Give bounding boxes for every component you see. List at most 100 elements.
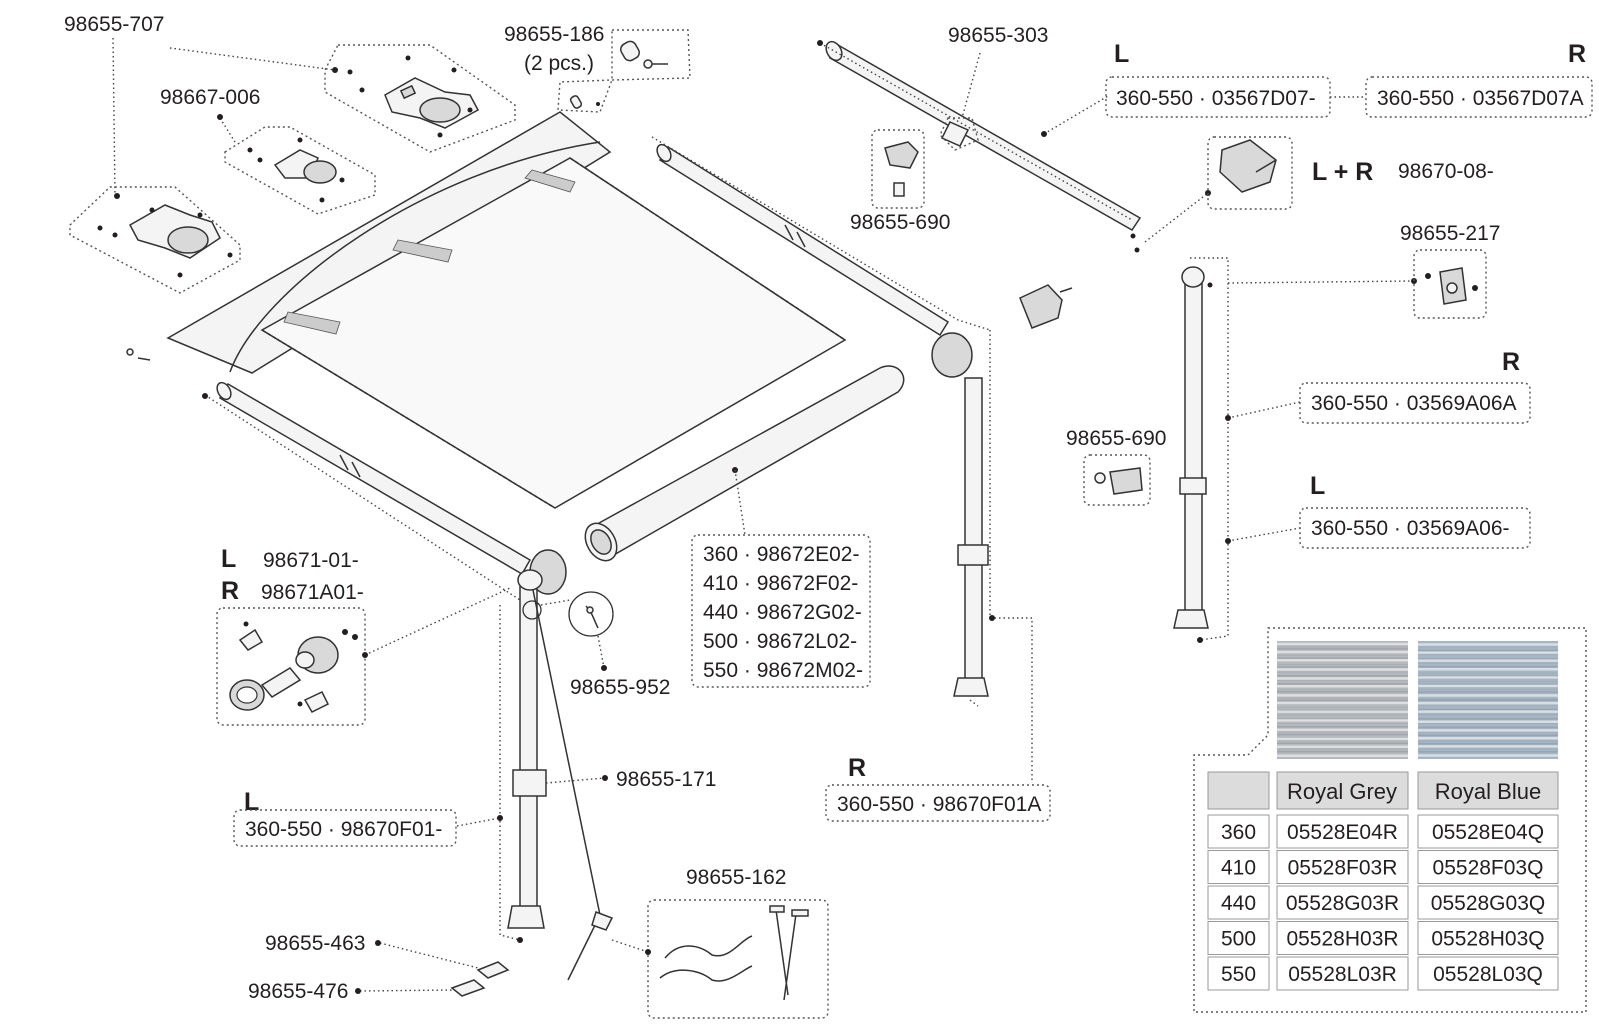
table-cell-bg xyxy=(1276,921,1409,955)
bracket-group-98667-006: 98667-006 xyxy=(160,86,376,215)
table-cell-bg xyxy=(1417,850,1559,884)
group-98671: L 98671-01- R 98671A01- xyxy=(216,545,511,726)
table-cell-size: 410 xyxy=(1221,857,1256,880)
table-cell-code: 05528H03R xyxy=(1286,928,1398,951)
roller-tube xyxy=(584,365,905,562)
leg-right-codes: R 360-550 · 03569A06A L 360-550 · 03569A… xyxy=(1299,348,1531,549)
table-cell-code: 05528G03Q xyxy=(1431,892,1545,915)
feet-parts: 98655-463 98655-476 xyxy=(248,932,510,1003)
table-cell-code: 05528H03Q xyxy=(1431,928,1544,951)
code-arm-top-right: 360-550 · 03567D07A xyxy=(1377,87,1584,110)
side-marker-R: R xyxy=(848,754,866,782)
code-leg-left-lower: 360-550 · 98670F01- xyxy=(245,818,442,841)
roller-code: 410 · 98672F02- xyxy=(703,572,858,595)
side-marker-L: L xyxy=(1114,40,1129,68)
roller-code: 550 · 98672M02- xyxy=(703,659,863,682)
table-cell-bg xyxy=(1207,956,1270,991)
label-98655-303: 98655-303 xyxy=(948,24,1048,47)
table-cell-code: 05528L03R xyxy=(1288,963,1397,986)
table-cell-code: 05528E04Q xyxy=(1432,821,1544,844)
table-cell-bg xyxy=(1207,814,1270,849)
swatch-royal-grey xyxy=(1277,641,1408,759)
label-98671A01: 98671A01- xyxy=(261,581,364,604)
roller-code: 440 · 98672G02- xyxy=(703,601,862,624)
group-98655-217: 98655-217 xyxy=(1400,222,1500,319)
code-leg-right-lower: 360-550 · 98670F01A xyxy=(837,793,1041,816)
side-marker-L: L xyxy=(1310,472,1325,500)
code-leg-right-upper: 360-550 · 03569A06A xyxy=(1311,392,1517,415)
table-cell-code: 05528E04R xyxy=(1287,821,1398,844)
label-98655-171: 98655-171 xyxy=(616,768,716,791)
leg-right-code: R 360-550 · 98670F01A xyxy=(825,754,1051,822)
side-marker-R: R xyxy=(1502,348,1520,376)
label-98655-707: 98655-707 xyxy=(64,13,164,36)
table-cell-bg xyxy=(1276,850,1409,884)
table-cell-size: 500 xyxy=(1221,928,1256,951)
label-98655-463: 98655-463 xyxy=(265,932,365,955)
awning-canopy xyxy=(126,111,847,509)
roller-code: 500 · 98672L02- xyxy=(703,630,857,653)
table-header-royal-grey: Royal Grey xyxy=(1287,779,1397,804)
group-98655-186: 98655-186 (2 pcs.) xyxy=(504,23,691,113)
table-row: 550 05528L03R 05528L03Q xyxy=(1207,956,1559,991)
mounting-bracket-icon xyxy=(347,55,480,138)
table-cell-code: 05528F03R xyxy=(1288,857,1398,880)
table-header-royal-blue: Royal Blue xyxy=(1435,779,1541,804)
label-98655-690-top: 98655-690 xyxy=(850,211,950,234)
table-cell-bg xyxy=(1417,885,1559,920)
group-98655-162: 98655-162 xyxy=(611,866,829,1019)
side-marker-R: R xyxy=(1568,40,1586,68)
table-cell-code: 05528F03Q xyxy=(1433,857,1544,880)
table-cell-code: 05528G03R xyxy=(1286,892,1399,915)
code-arm-top-left: 360-550 · 03567D07- xyxy=(1116,87,1316,110)
roller-code-box: 360 · 98672E02- 410 · 98672F02- 440 · 98… xyxy=(691,534,871,688)
label-98667-006: 98667-006 xyxy=(160,86,260,109)
bracket-group-98655-707: 98655-707 xyxy=(64,13,516,294)
group-98670-08: L + R 98670-08- xyxy=(1207,136,1494,210)
table-row: 360 05528E04R 05528E04Q xyxy=(1207,814,1559,849)
group-98655-690-top: 98655-690 xyxy=(850,129,950,234)
table-cell-bg xyxy=(1276,885,1409,920)
rear-arm xyxy=(651,136,1033,782)
mounting-bracket-icon xyxy=(97,204,233,278)
label-98671-01: 98671-01- xyxy=(263,549,359,572)
leg-left-code: L 360-550 · 98670F01- 98655-171 xyxy=(233,768,716,847)
label-98670-08: 98670-08- xyxy=(1398,160,1494,183)
table-cell-bg xyxy=(1207,850,1270,884)
front-arm-left xyxy=(202,381,532,601)
table-cell-size: 550 xyxy=(1221,963,1256,986)
top-rail-codes: L 360-550 · 03567D07- R 360-550 · 03567D… xyxy=(1105,40,1593,118)
end-cap-icon xyxy=(1019,284,1073,329)
table-row: 410 05528F03R 05528F03Q xyxy=(1207,850,1559,884)
table-cell-bg xyxy=(1276,814,1409,849)
top-rail: 98655-303 xyxy=(817,24,1211,253)
label-98655-952: 98655-952 xyxy=(570,676,670,699)
side-marker-R: R xyxy=(221,577,239,605)
roller-code: 360 · 98672E02- xyxy=(703,543,859,566)
fabric-table: Royal Grey Royal Blue 360 05528E04R 05528E… xyxy=(1193,627,1587,1013)
side-marker-L: L xyxy=(221,545,236,573)
screw-icon xyxy=(569,40,668,109)
label-98655-162: 98655-162 xyxy=(686,866,786,889)
label-98655-476: 98655-476 xyxy=(248,980,348,1003)
table-cell-bg xyxy=(1276,956,1409,991)
code-leg-left-upper: 360-550 · 03569A06- xyxy=(1311,517,1510,540)
table-cell-code: 05528L03Q xyxy=(1433,963,1543,986)
label-98655-217: 98655-217 xyxy=(1400,222,1500,245)
leg-right xyxy=(1173,257,1417,643)
table-cell-bg xyxy=(1417,814,1559,849)
label-98655-186: 98655-186 xyxy=(504,23,604,46)
group-98655-690-mid: 98655-690 xyxy=(1066,427,1166,506)
label-98655-186-qty: (2 pcs.) xyxy=(524,52,594,75)
table-cell-bg xyxy=(1207,921,1270,955)
swatch-royal-blue xyxy=(1418,641,1558,759)
table-row: 500 05528H03R 05528H03Q xyxy=(1207,921,1559,955)
clamp-icon xyxy=(229,621,358,713)
table-cell-size: 360 xyxy=(1221,821,1256,844)
table-cell-bg xyxy=(1207,885,1270,920)
table-cell-bg xyxy=(1417,921,1559,955)
leg-left xyxy=(456,549,614,981)
label-l-plus-r: L + R xyxy=(1312,158,1373,186)
